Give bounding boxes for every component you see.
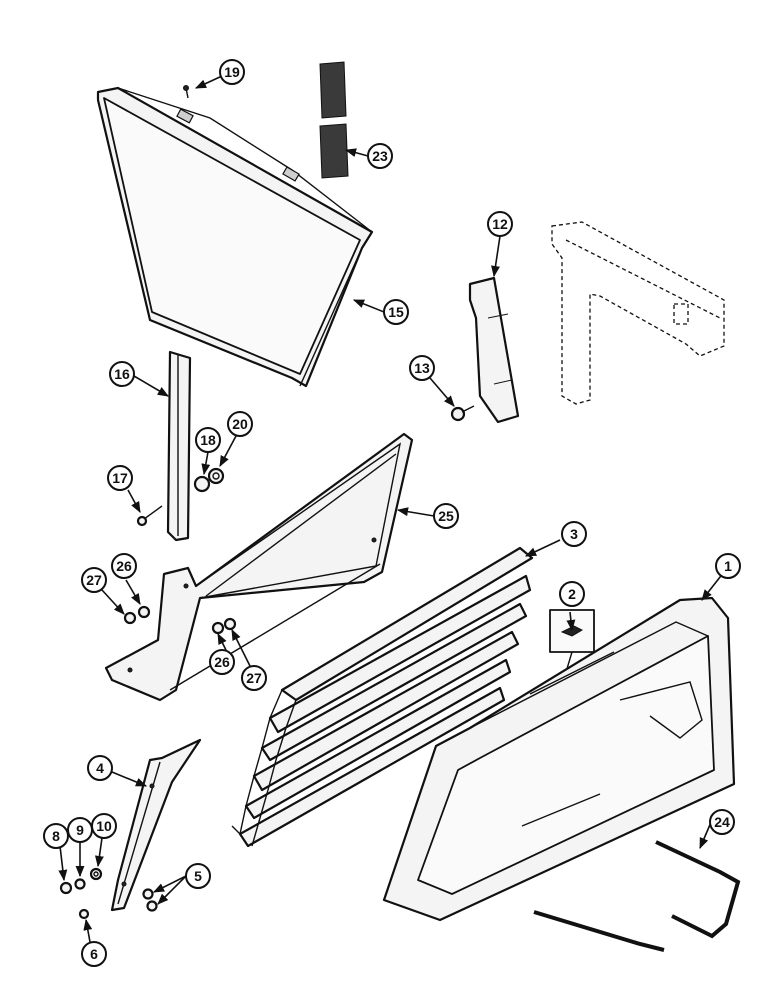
callout-12: 12 [487,211,513,237]
svg-text:18: 18 [200,432,216,448]
surround-part-1 [382,596,736,922]
svg-text:19: 19 [224,64,240,80]
callout-5: 5 [185,863,211,889]
washer-part-10 [89,867,103,881]
washer-part-26-upper [137,605,151,619]
callout-13: 13 [409,355,435,381]
callout-6: 6 [81,941,107,967]
callout-1: 1 [715,553,741,579]
svg-text:27: 27 [246,670,262,686]
nuts-part-5 [142,888,158,912]
panel-part-15 [96,86,374,388]
callout-26-upper: 26 [111,553,137,579]
bolt-part-17 [136,505,163,527]
bracket-part-4 [110,738,202,912]
leader-lines [58,75,725,943]
svg-text:2: 2 [568,586,576,602]
callout-18: 18 [195,427,221,453]
bracket-part-16 [166,350,192,542]
svg-text:1: 1 [724,558,732,574]
callout-19: 19 [219,59,245,85]
callout-8: 8 [43,823,69,849]
svg-text:23: 23 [372,148,388,164]
svg-text:10: 10 [96,818,112,834]
callout-16: 16 [109,361,135,387]
reference-bracket-dashed [551,221,725,405]
seal-part-24 [533,840,741,952]
svg-text:13: 13 [414,360,430,376]
nut-part-18 [193,475,211,493]
svg-text:24: 24 [714,814,730,830]
washer-part-9 [74,878,86,890]
svg-text:25: 25 [438,508,454,524]
svg-text:17: 17 [112,470,128,486]
svg-text:3: 3 [570,526,578,542]
bolt-part-27-lower [223,617,237,631]
bolt-part-27-upper [123,611,137,625]
callout-27-upper: 27 [81,567,107,593]
foam-strips-part-23 [319,61,349,179]
washer-part-26-lower [211,621,225,635]
svg-text:15: 15 [388,304,404,320]
svg-text:26: 26 [116,558,132,574]
callout-20: 20 [227,411,253,437]
callout-27-lower: 27 [241,665,267,691]
callout-26-lower: 26 [209,649,235,675]
svg-text:20: 20 [232,416,248,432]
svg-text:5: 5 [194,868,202,884]
nut-part-6 [78,908,90,920]
plate-part-12 [468,276,520,424]
callout-2: 2 [559,581,585,607]
frame-part-25 [104,432,414,702]
bolt-part-13 [450,405,475,422]
callout-9: 9 [67,817,93,843]
callout-4: 4 [87,755,113,781]
svg-text:4: 4 [96,760,104,776]
svg-text:27: 27 [86,572,102,588]
svg-text:9: 9 [76,822,84,838]
callout-23: 23 [367,143,393,169]
svg-text:6: 6 [90,946,98,962]
svg-text:26: 26 [214,654,230,670]
callout-3: 3 [561,521,587,547]
callout-24: 24 [709,809,735,835]
callout-25: 25 [433,503,459,529]
svg-text:8: 8 [52,828,60,844]
callout-15: 15 [383,299,409,325]
bolt-part-8 [59,881,73,895]
washer-part-20 [207,467,225,485]
svg-text:16: 16 [114,366,130,382]
screw-part-19 [183,85,189,99]
callout-10: 10 [91,813,117,839]
callout-17: 17 [107,465,133,491]
svg-text:12: 12 [492,216,508,232]
grille-part-3 [231,546,534,848]
